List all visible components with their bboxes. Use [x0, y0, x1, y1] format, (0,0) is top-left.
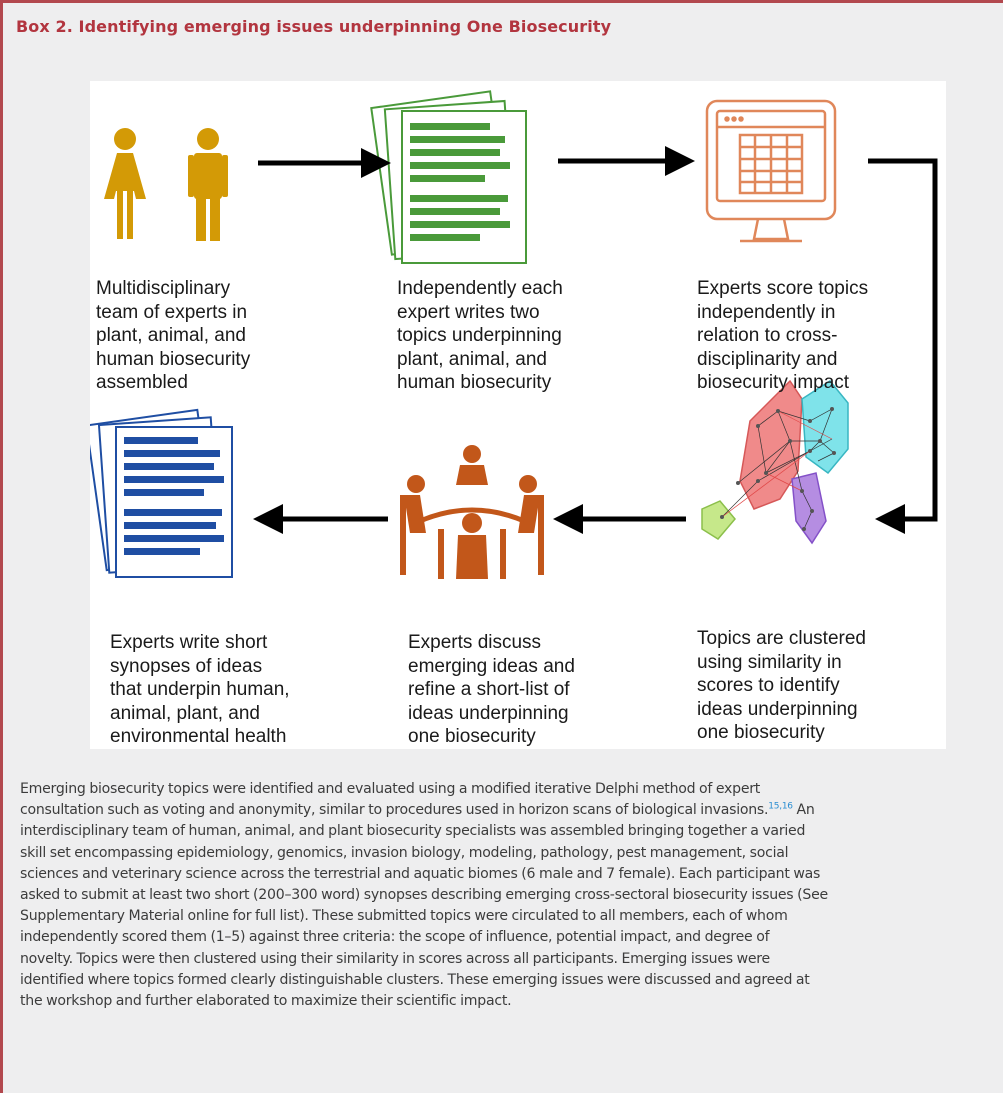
delphi-process-figure: Multidisciplinary team of experts in pla… — [90, 81, 946, 749]
arrow-step3-to-step4 — [868, 158, 938, 534]
paragraph-line: the workshop and further elaborated to m… — [20, 993, 512, 1010]
people-icon — [104, 128, 228, 241]
citation-link[interactable]: 15,16 — [768, 801, 793, 812]
step-caption-write-synopses: Experts write short synopses of ideas th… — [110, 632, 290, 747]
methods-paragraph: Emerging biosecurity topics were identif… — [20, 779, 1003, 1012]
box-title: Box 2. Identifying emerging issues under… — [16, 17, 612, 36]
step-caption-score-topics: Experts score topics independently in re… — [697, 278, 869, 393]
figure-graphics — [90, 90, 938, 579]
step-caption-cluster-topics: Topics are clustered using similarity in… — [697, 628, 866, 743]
network-cluster-icon — [701, 379, 849, 545]
paragraph-line: Emerging biosecurity topics were identif… — [20, 781, 761, 797]
paragraph-line-tail: An — [792, 802, 815, 819]
computer-spreadsheet-icon — [705, 99, 837, 243]
paragraph-line: Supplementary Material online for full l… — [20, 908, 788, 925]
written-synopses-icon — [90, 408, 233, 578]
step-caption-write-topics: Independently each expert writes two top… — [397, 278, 563, 393]
paragraph-line: sciences and veterinary science across t… — [20, 865, 821, 882]
paragraph-line: asked to submit at least two short (200–… — [20, 887, 828, 904]
documents-icon — [370, 90, 527, 264]
step-caption-assemble-team: Multidisciplinary team of experts in pla… — [96, 278, 251, 393]
paragraph-line: identified where topics formed clearly d… — [20, 971, 810, 988]
paragraph-line: novelty. Topics were then clustered usin… — [20, 950, 770, 967]
paragraph-line: interdisciplinary team of human, animal,… — [20, 823, 806, 840]
paragraph-line: independently scored them (1–5) against … — [20, 929, 770, 946]
round-table-meeting-icon — [400, 445, 544, 579]
step-caption-discuss-ideas: Experts discuss emerging ideas and refin… — [408, 632, 575, 747]
paragraph-line-text: consultation such as voting and anonymit… — [20, 802, 769, 819]
paragraph-line: skill set encompassing epidemiology, gen… — [20, 844, 789, 861]
paragraph-line-with-citation: consultation such as voting and anonymit… — [20, 800, 1003, 821]
